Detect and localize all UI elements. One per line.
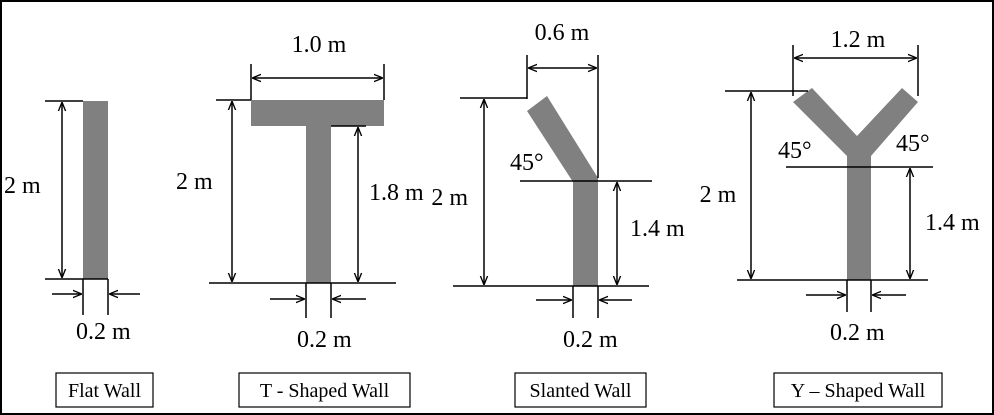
caption-y-shaped-wall: Y – Shaped Wall — [791, 380, 926, 402]
y-wall-shape — [793, 88, 918, 280]
caption-box — [514, 372, 647, 408]
thickness-label: 0.2 m — [76, 319, 131, 345]
angle-left-label: 45° — [778, 138, 812, 164]
panel-slanted-wall: 0.6 m 2 m 45° 1.4 m 0.2 m Slanted Wall — [431, 20, 685, 408]
thickness-label: 0.2 m — [563, 327, 618, 353]
width-label: 1.0 m — [292, 32, 347, 58]
caption-box — [238, 372, 411, 408]
slanted-wall-shape — [527, 96, 598, 286]
t-wall-stem — [306, 126, 331, 283]
panel-y-shaped-wall: 1.2 m 2 m 45° 45° 1.4 m 0.2 m Y – Shaped… — [700, 27, 980, 408]
panel-flat-wall: 2 m 0.2 m Flat Wall — [4, 100, 154, 408]
thickness-label: 0.2 m — [297, 327, 352, 353]
angle-right-label: 45° — [896, 131, 930, 157]
stem-label: 1.4 m — [630, 216, 685, 242]
panel-t-shaped-wall: 1.0 m 2 m 1.8 m 0.2 m T - Shaped Wall — [176, 32, 424, 408]
caption-t-shaped-wall: T - Shaped Wall — [260, 380, 390, 402]
caption-slanted-wall: Slanted Wall — [530, 380, 632, 402]
width-label: 1.2 m — [831, 27, 886, 53]
height-label: 2 m — [431, 185, 468, 211]
stem-label: 1.4 m — [925, 210, 980, 236]
caption-flat-wall: Flat Wall — [68, 380, 141, 402]
angle-label: 45° — [510, 150, 544, 176]
t-wall-flange — [251, 100, 384, 126]
height-label: 2 m — [176, 169, 213, 195]
width-label: 0.6 m — [535, 20, 590, 46]
caption-box — [55, 372, 154, 408]
stem-label: 1.8 m — [369, 180, 424, 206]
height-label: 2 m — [700, 182, 737, 208]
thickness-label: 0.2 m — [830, 320, 885, 346]
height-label: 2 m — [4, 173, 41, 199]
caption-box — [773, 372, 943, 408]
flat-wall-shape — [83, 101, 108, 279]
